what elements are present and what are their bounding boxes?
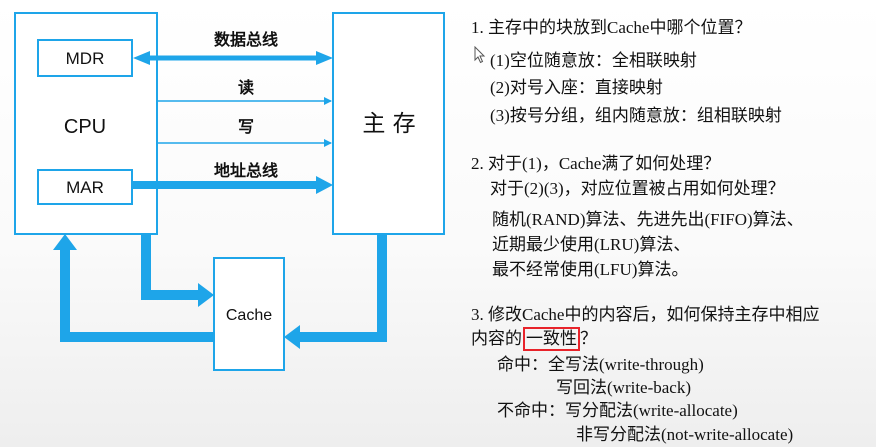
address-bus-label: 地址总线 [214, 161, 278, 180]
q1-option-2: (2)对号入座：直接映射 [490, 78, 663, 97]
address-bus-arrow [133, 176, 333, 194]
read-label: 读 [238, 78, 254, 97]
mdr-label: MDR [66, 49, 105, 68]
data-bus-label: 数据总线 [214, 30, 278, 49]
memory-hierarchy-diagram: CPU MDR MAR 主 存 Cache 数据总线 读 写 地址总线 [14, 12, 445, 371]
q3-hit-policy-2: 写回法(write-back) [556, 378, 692, 397]
q1-option-3: (3)按号分组，组内随意放：组相联映射 [490, 106, 782, 125]
q1-option-1: (1)空位随意放：全相联映射 [490, 51, 697, 70]
q3-miss-policy-1: 写分配法(write-allocate) [565, 401, 738, 420]
main-memory-label: 主 存 [362, 111, 415, 137]
cache-to-cpu-arrow [53, 234, 214, 342]
mdr-box [37, 39, 133, 77]
q2-line-1: 2. 对于(1)，Cache满了如何处理？ [471, 154, 721, 173]
q3-hit-policy-1: 全写法(write-through) [548, 355, 704, 374]
cache-box [213, 257, 285, 371]
cpu-label: CPU [64, 116, 106, 138]
q3-miss-row: 不命中：写分配法(write-allocate) [497, 399, 738, 423]
q1-title: 1. 主存中的块放到Cache中哪个位置？ [471, 18, 752, 37]
q3-line-2-suffix: ？ [580, 329, 597, 348]
q2-answer-2: 近期最少使用(LRU)算法、 [492, 235, 691, 254]
consistency-highlight: 一致性 [523, 327, 580, 351]
q3-line-2-prefix: 内容的 [471, 329, 522, 348]
mar-box [37, 169, 133, 205]
q2-answer-1: 随机(RAND)算法、先进先出(FIFO)算法、 [492, 210, 804, 229]
write-label: 写 [238, 117, 254, 136]
mouse-pointer-icon [474, 46, 486, 64]
q3-line-2: 内容的一致性？ [471, 327, 597, 351]
q3-miss-label: 不命中： [497, 401, 565, 420]
q2-line-2: 对于(2)(3)，对应位置被占用如何处理？ [490, 179, 785, 198]
cpu-to-cache-arrow [141, 234, 214, 307]
memory-to-cache-arrow [284, 234, 387, 349]
data-bus-arrow [133, 51, 333, 65]
main-memory-box [332, 12, 445, 235]
mar-label: MAR [66, 178, 104, 197]
q2-answer-3: 最不经常使用(LFU)算法。 [492, 260, 689, 279]
q3-line-1: 3. 修改Cache中的内容后，如何保持主存中相应 [471, 305, 820, 324]
q3-hit-row: 命中：全写法(write-through) [497, 353, 704, 377]
cache-label: Cache [226, 307, 272, 324]
q3-hit-label: 命中： [497, 355, 548, 374]
q3-miss-policy-2: 非写分配法(not-write-allocate) [576, 425, 794, 444]
